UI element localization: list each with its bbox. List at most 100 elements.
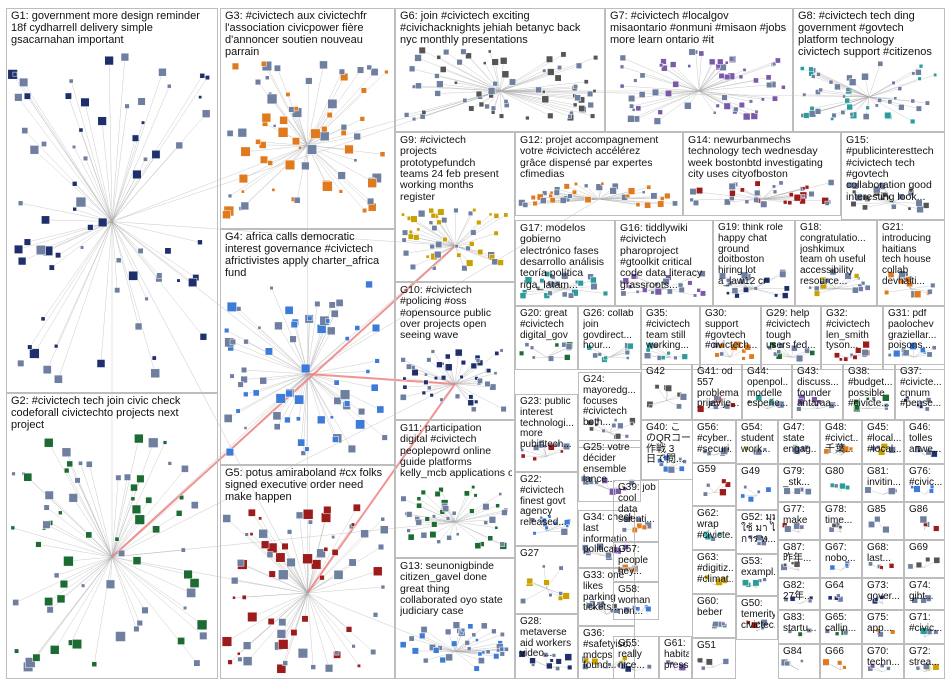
vertex-thumbnail bbox=[431, 521, 438, 528]
vertex-thumbnail bbox=[306, 144, 317, 155]
graph-edge bbox=[111, 174, 138, 222]
group-label-g66: G66 bbox=[825, 647, 844, 657]
graph-edge bbox=[728, 280, 755, 290]
graph-edge bbox=[228, 373, 308, 419]
vertex-thumbnail bbox=[493, 230, 499, 236]
vertex-thumbnail bbox=[877, 97, 883, 103]
vertex-thumbnail bbox=[353, 132, 361, 141]
graph-edge bbox=[307, 546, 382, 594]
graph-edge bbox=[307, 64, 324, 146]
graph-edge bbox=[854, 191, 894, 203]
graph-edge bbox=[231, 306, 308, 375]
vertex-thumbnail bbox=[29, 348, 40, 359]
vertex-thumbnail bbox=[56, 594, 66, 604]
group-cell-g67: G67: nobo... bbox=[820, 540, 862, 578]
vertex-thumbnail bbox=[196, 619, 208, 631]
vertex-thumbnail bbox=[499, 348, 504, 353]
group-cell-g24: G24: mayoredg... focuses #civictech both… bbox=[578, 372, 641, 448]
group-label-g42: G42 bbox=[646, 367, 665, 377]
group-cell-g64: G64 bbox=[820, 578, 862, 610]
vertex-thumbnail bbox=[399, 393, 407, 401]
vertex-thumbnail bbox=[258, 141, 267, 149]
group-label-g35: G35: #civictech team still working... bbox=[646, 309, 690, 352]
vertex-thumbnail bbox=[501, 70, 510, 79]
vertex-thumbnail bbox=[333, 396, 342, 405]
vertex-thumbnail bbox=[272, 411, 282, 421]
vertex-thumbnail bbox=[788, 192, 794, 198]
group-cell-g76: G76: #civic... bbox=[904, 464, 945, 502]
vertex-thumbnail bbox=[439, 397, 444, 402]
graph-edge bbox=[598, 190, 632, 200]
vertex-thumbnail bbox=[44, 597, 54, 606]
vertex-thumbnail bbox=[227, 193, 233, 199]
graph-edge bbox=[722, 275, 755, 290]
vertex-thumbnail bbox=[114, 287, 121, 294]
graph-edge bbox=[27, 477, 113, 558]
graph-edge bbox=[454, 495, 476, 523]
graph-edge bbox=[111, 221, 160, 276]
vertex-thumbnail bbox=[413, 234, 420, 241]
vertex-thumbnail bbox=[600, 181, 605, 186]
vertex-thumbnail bbox=[367, 197, 375, 205]
vertex-thumbnail bbox=[584, 196, 592, 204]
vertex-thumbnail bbox=[445, 363, 453, 371]
graph-edge bbox=[454, 512, 505, 523]
graph-edge bbox=[263, 63, 308, 146]
vertex-thumbnail bbox=[428, 220, 434, 225]
graph-edge bbox=[73, 146, 113, 222]
vertex-thumbnail bbox=[635, 105, 642, 112]
vertex-thumbnail bbox=[310, 128, 321, 139]
vertex-thumbnail bbox=[439, 66, 447, 73]
vertex-thumbnail bbox=[844, 97, 850, 104]
group-label-g56: G56: #cyber... #securi... bbox=[697, 423, 733, 455]
vertex-thumbnail bbox=[290, 629, 298, 637]
graph-edge bbox=[48, 442, 113, 558]
vertex-thumbnail bbox=[63, 555, 74, 567]
node-layer bbox=[7, 46, 941, 674]
group-label-g82: G82: 27年... bbox=[783, 581, 813, 602]
vertex-thumbnail bbox=[204, 75, 210, 81]
graph-edge bbox=[636, 90, 700, 120]
vertex-thumbnail bbox=[595, 183, 603, 191]
vertex-thumbnail bbox=[46, 606, 54, 614]
graph-edge bbox=[586, 185, 600, 200]
vertex-thumbnail bbox=[462, 98, 468, 103]
vertex-thumbnail bbox=[910, 98, 916, 104]
vertex-thumbnail bbox=[136, 474, 145, 483]
graph-edge bbox=[307, 373, 322, 420]
group-label-g12: G12: projet accompagnement votre #civict… bbox=[520, 135, 659, 180]
group-cell-g29: G29: help #civictech tough users fed... bbox=[761, 306, 821, 370]
vertex-thumbnail bbox=[379, 151, 386, 157]
graph-edge bbox=[622, 57, 700, 92]
vertex-thumbnail bbox=[733, 106, 739, 113]
group-cell-g1: G1: government more design reminder 18f … bbox=[6, 8, 218, 393]
group-cell-g20: G20: great #civictech digital_gov bbox=[515, 306, 578, 370]
group-cell-g7: G7: #civictech #localgov misaontario #on… bbox=[605, 8, 793, 132]
vertex-thumbnail bbox=[629, 103, 635, 109]
vertex-thumbnail bbox=[549, 197, 556, 204]
graph-edge bbox=[454, 370, 489, 385]
vertex-thumbnail bbox=[252, 389, 260, 397]
vertex-thumbnail bbox=[295, 511, 304, 519]
graph-edge bbox=[817, 96, 870, 112]
graph-edge bbox=[27, 221, 113, 243]
vertex-thumbnail bbox=[222, 514, 231, 523]
graph-edge bbox=[454, 210, 457, 247]
vertex-thumbnail bbox=[472, 208, 477, 213]
graph-edge bbox=[307, 313, 335, 375]
graph-edge bbox=[546, 346, 570, 358]
vertex-thumbnail bbox=[567, 193, 573, 199]
group-label-g3: G3: #civictech aux civictechfr l'associa… bbox=[225, 11, 367, 58]
group-cell-g43: G43: discuss... founder antaraa... bbox=[792, 364, 843, 420]
vertex-thumbnail bbox=[370, 649, 377, 655]
vertex-thumbnail bbox=[167, 461, 172, 466]
vertex-thumbnail bbox=[470, 362, 477, 370]
vertex-thumbnail bbox=[333, 379, 340, 386]
inter-group-edge bbox=[307, 90, 501, 146]
group-cell-g23: G23: public interest technologi... more … bbox=[515, 394, 578, 472]
graph-edge bbox=[454, 651, 482, 661]
vertex-thumbnail bbox=[846, 103, 853, 111]
graph-edge bbox=[111, 57, 126, 222]
graph-edge bbox=[307, 592, 354, 647]
graph-edge bbox=[499, 90, 546, 100]
